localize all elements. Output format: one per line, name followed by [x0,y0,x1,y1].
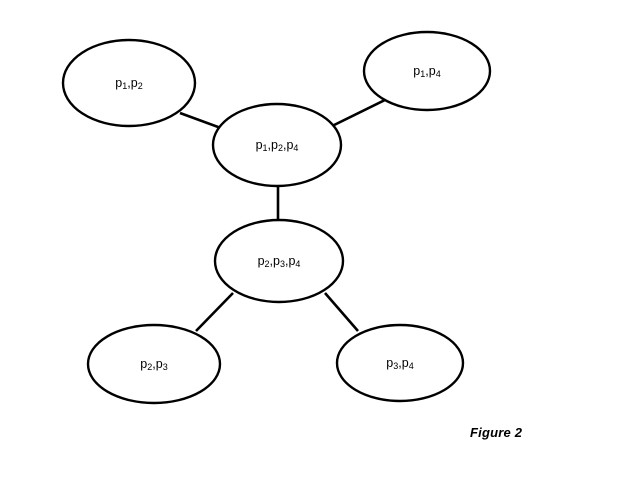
node-p1p2[interactable]: p1,p2 [61,38,197,128]
node-label-p1p4: p1,p4 [413,64,440,79]
node-shape-p2p3p4[interactable] [213,218,345,304]
node-shape-p1p2p4[interactable] [211,102,343,188]
node-p1p4[interactable]: p1,p4 [362,30,492,112]
node-shape-p3p4[interactable] [335,323,465,403]
node-shape-p2p3[interactable] [86,323,222,405]
node-shape-p1p4[interactable] [362,30,492,112]
node-shape-p1p2[interactable] [61,38,197,128]
edge-p1p2p4-to-p1p4 [327,98,386,130]
node-p1p2p4[interactable]: p1,p2,p4 [211,102,343,188]
node-p2p3[interactable]: p2,p3 [86,323,222,405]
node-label-p2p3: p2,p3 [140,357,167,372]
figure-caption: Figure 2 [470,425,523,440]
edge-p2p3p4-to-p2p3 [195,292,234,332]
edge-p2p3p4-to-p3p4 [324,292,359,332]
node-label-p1p2p4: p1,p2,p4 [256,138,299,153]
node-label-p3p4: p3,p4 [386,356,413,371]
node-p3p4[interactable]: p3,p4 [335,323,465,403]
node-label-p1p2: p1,p2 [115,76,142,91]
node-p2p3p4[interactable]: p2,p3,p4 [213,218,345,304]
node-layer: p1,p2 p1,p2,p4 p1,p4 p2,p3,p4 p2,p3 p3,p4 [61,30,492,405]
node-label-p2p3p4: p2,p3,p4 [258,254,301,269]
